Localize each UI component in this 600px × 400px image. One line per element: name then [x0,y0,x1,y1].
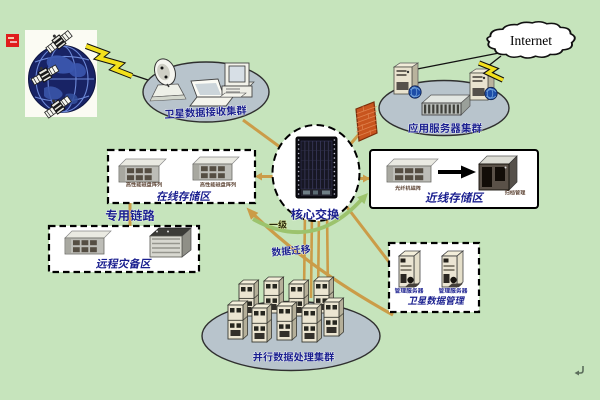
svg-text:Internet: Internet [510,33,552,48]
